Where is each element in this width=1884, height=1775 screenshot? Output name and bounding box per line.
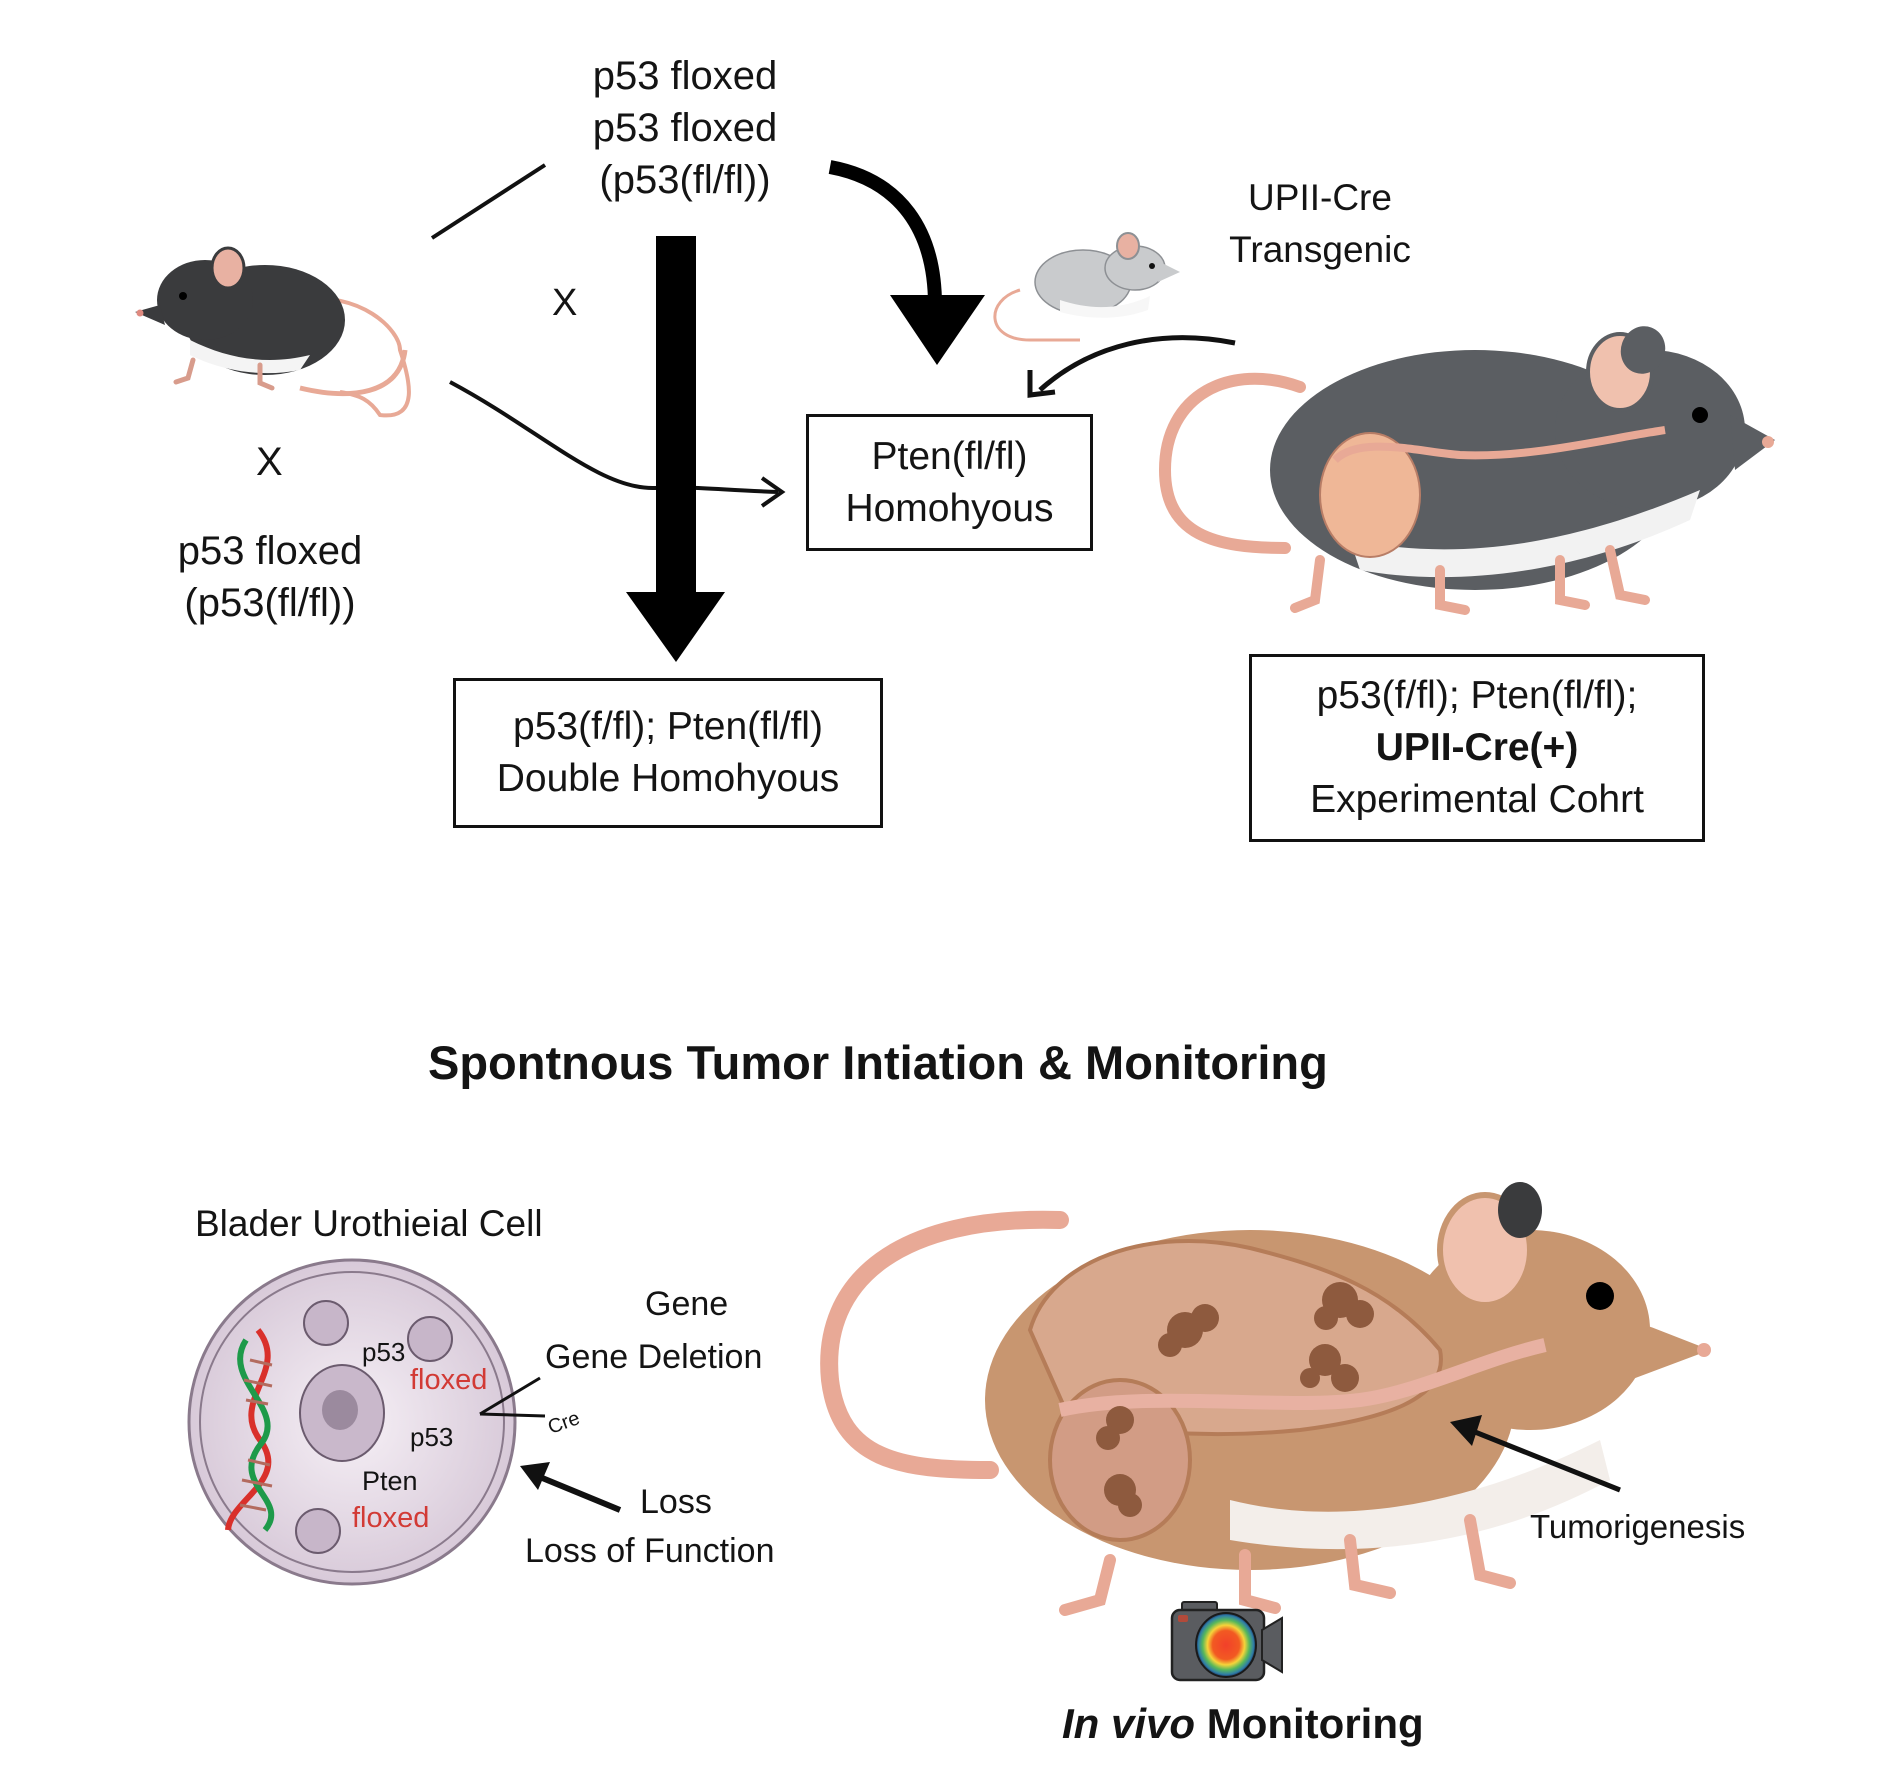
cell-label-floxed-bottom: floxed — [352, 1502, 430, 1534]
cell-label-p53-mid: p53 — [410, 1422, 454, 1452]
cross-symbol-left: X — [256, 440, 283, 484]
gene-deletion-line — [479, 1376, 541, 1416]
in-vivo-italic: In vivo — [1062, 1700, 1196, 1747]
double-box-line-1: p53(f/fl); Pten(fl/fl) — [513, 705, 823, 748]
imaging-camera-icon — [1170, 1601, 1283, 1682]
left-mouse-genotype-label: p53 floxed (p53(fl/fl)) — [155, 525, 385, 629]
transgenic-line-1: UPII-Cre — [1248, 177, 1392, 218]
curved-arrow-thick — [828, 160, 985, 365]
cell-label-p53-top: p53 — [362, 1337, 406, 1367]
dna-helix-icon — [225, 1328, 275, 1532]
double-box-line-2: Double Homohyous — [496, 757, 840, 800]
urothelial-cell-icon — [187, 1258, 517, 1586]
gray-transgenic-mouse-icon — [993, 232, 1180, 342]
pten-homozygous-box: Pten(fl/fl) Homohyous — [806, 414, 1093, 551]
transgenic-arrow — [1038, 335, 1236, 392]
left-mouse-line-2: (p53(fl/fl)) — [184, 581, 356, 625]
loss-label: Loss — [640, 1483, 712, 1521]
cell-label-floxed-top: floxed — [410, 1364, 488, 1396]
top-center-line-3: (p53(fl/fl)) — [599, 158, 771, 202]
top-center-genotype-label: p53 floxed p53 floxed (p53(fl/fl)) — [560, 50, 810, 206]
cohort-box-line-3: Experimental Cohrt — [1310, 778, 1644, 821]
cohort-box-line-1: p53(f/fl); Pten(fl/fl); — [1316, 674, 1638, 717]
pten-box-line-2: Homohyous — [845, 486, 1054, 530]
down-arrow-thick — [626, 236, 725, 662]
black-mouse-icon — [135, 246, 411, 418]
top-center-line-1: p53 floxed — [592, 54, 778, 98]
connector-line — [430, 163, 547, 240]
cross-symbol-center: X — [552, 282, 578, 324]
double-homozygous-box: p53(f/fl); Pten(fl/fl) Double Homohyous — [453, 678, 883, 828]
left-mouse-line-1: p53 floxed — [177, 529, 363, 573]
cell-title: Blader Urothieial Cell — [195, 1203, 543, 1244]
section-title: Spontnous Tumor Intiation & Monitoring — [428, 1036, 1328, 1089]
tumorigenesis-label: Tumorigenesis — [1530, 1508, 1746, 1545]
cell-label-pten: Pten — [362, 1466, 418, 1496]
experimental-mouse-icon — [1158, 326, 1775, 615]
transgenic-label: UPII-Cre Transgenic — [1205, 172, 1435, 276]
cohort-box-line-2: UPII-Cre(+) — [1375, 726, 1579, 769]
monitoring-text: Monitoring — [1195, 1700, 1424, 1747]
top-center-line-2: p53 floxed — [592, 106, 778, 150]
pten-box-line-1: Pten(fl/fl) — [871, 434, 1028, 478]
loss-of-function-label: Loss of Function — [525, 1532, 775, 1570]
connector-arrow — [449, 380, 779, 494]
in-vivo-monitoring-label: In vivo Monitoring — [1062, 1700, 1424, 1748]
loss-arrow — [533, 1472, 622, 1513]
gene-deletion-label: Gene Deletion — [545, 1338, 763, 1376]
transgenic-line-2: Transgenic — [1229, 229, 1411, 270]
tumor-mouse-icon — [820, 1182, 1711, 1616]
tumorigenesis-arrow — [1469, 1427, 1621, 1493]
gene-label: Gene — [645, 1285, 729, 1323]
experimental-cohort-box: p53(f/fl); Pten(fl/fl); UPII-Cre(+) Expe… — [1249, 654, 1705, 842]
